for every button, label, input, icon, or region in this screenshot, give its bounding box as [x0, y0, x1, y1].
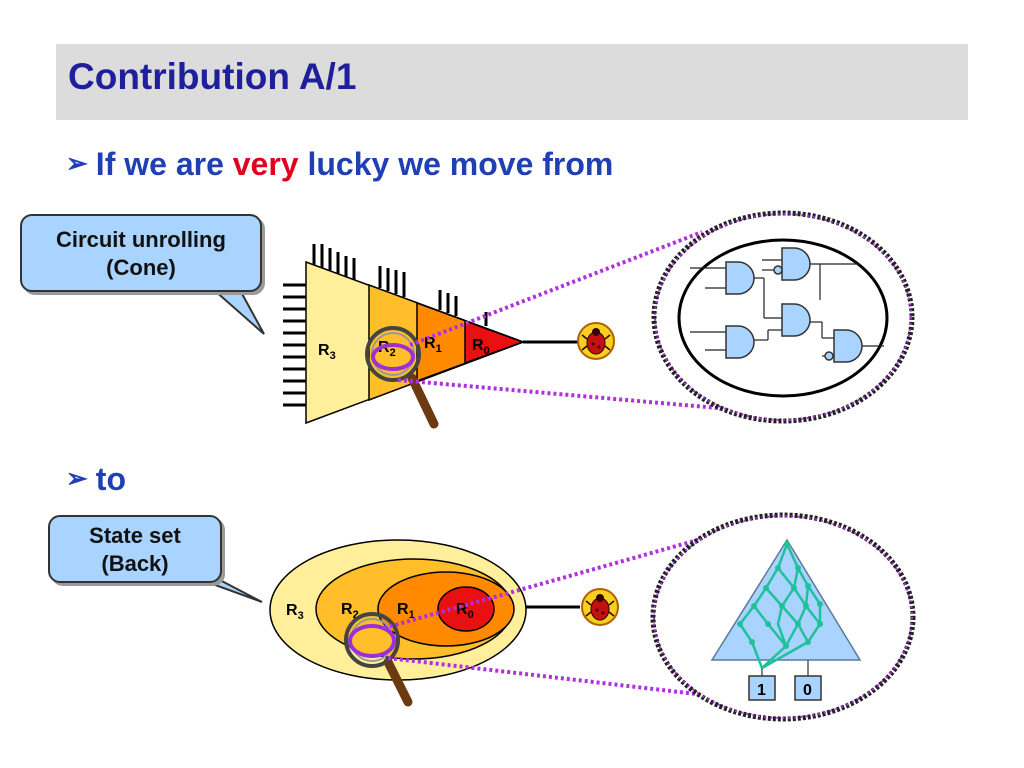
bullet-emphasis: very	[232, 146, 299, 182]
bdd-terminal-0-label: 0	[803, 682, 812, 699]
cone-diagram: R3 R2 R1 R0	[283, 244, 615, 425]
bdd-terminal-1-label: 1	[757, 682, 766, 699]
bug-icon	[581, 588, 619, 626]
bullet-to: ➢to	[66, 461, 126, 498]
cone-label-r3: R3	[318, 342, 336, 362]
state-label-r3: R3	[286, 602, 304, 622]
title-bar: Contribution A/1	[56, 44, 968, 120]
and-gate-icon	[725, 261, 755, 295]
bug-icon	[577, 322, 615, 360]
callout-cone-line2: (Cone)	[106, 255, 176, 280]
state-label-r2: R2	[341, 601, 359, 621]
state-label-r1: R1	[397, 601, 415, 621]
bullet-to-text: to	[95, 461, 126, 497]
bdd-terminal-0	[794, 675, 822, 701]
and-gate-icon	[725, 325, 755, 359]
callout-state-set: State set (Back)	[48, 515, 222, 583]
bdd-nodes	[737, 541, 823, 649]
zoom-connectors-top	[397, 230, 719, 410]
cone-region-0	[464, 319, 526, 365]
magnifier-icon	[365, 326, 439, 429]
magnifier-icon	[344, 612, 413, 707]
state-region-0	[437, 586, 495, 632]
gate-zoom-oval	[651, 210, 915, 424]
zoom-connectors-bottom	[383, 534, 749, 702]
and-gate-icon	[781, 247, 811, 281]
callout-cone-line1: Circuit unrolling	[56, 227, 226, 252]
callout-back-line1: State set	[89, 523, 181, 548]
bdd-zoom-oval: 1 0	[650, 512, 916, 722]
bullet-arrow-icon: ➢	[66, 148, 88, 178]
cone-label-r0: R0	[472, 337, 490, 357]
bullet-arrow-icon: ➢	[66, 463, 88, 493]
bdd-terminal-1	[748, 675, 776, 701]
inverter-bubble	[824, 351, 834, 361]
cone-label-r1: R1	[424, 335, 442, 355]
bullet-move-from: ➢If we are very lucky we move from	[66, 146, 613, 183]
bullet-suffix: lucky we move from	[298, 146, 614, 182]
bullet-prefix: If we are	[95, 146, 233, 182]
inverter-bubble	[773, 265, 783, 275]
callout-circuit-unrolling: Circuit unrolling (Cone)	[20, 214, 262, 292]
and-gate-icon	[833, 329, 863, 363]
and-gate-icon	[781, 303, 811, 337]
callout-cone-pointer	[211, 289, 265, 335]
callout-back-line2: (Back)	[101, 551, 169, 576]
slide-title: Contribution A/1	[68, 56, 357, 97]
